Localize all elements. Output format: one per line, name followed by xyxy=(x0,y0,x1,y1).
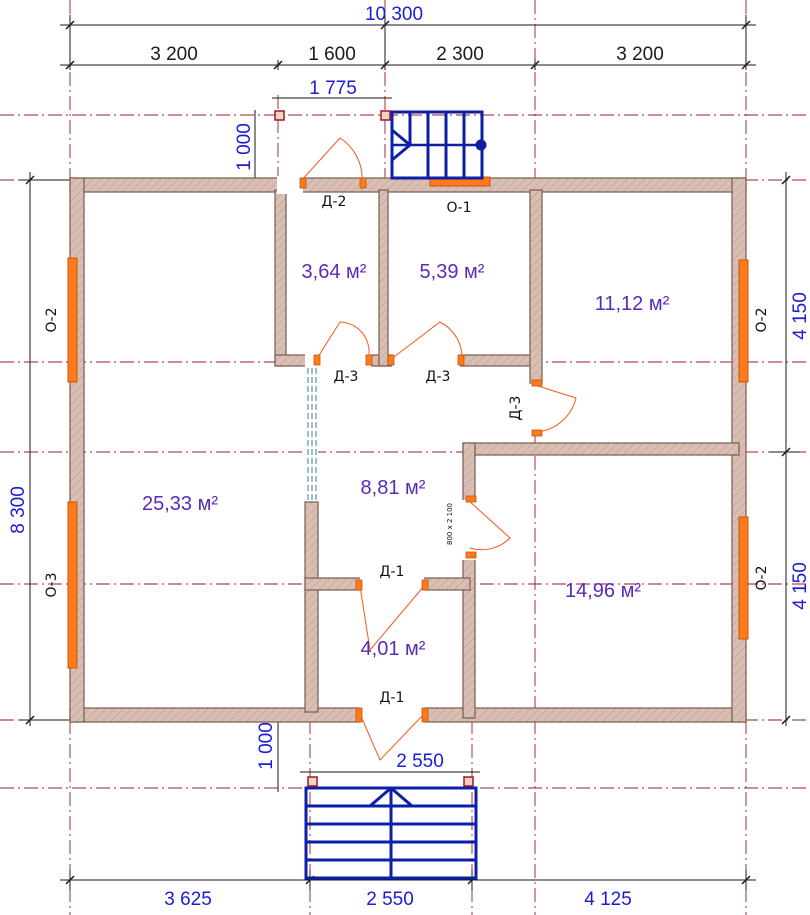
area-room-se: 14,96 м² xyxy=(565,580,641,602)
area-vestibule: 4,01 м² xyxy=(361,638,426,660)
stair-top xyxy=(390,110,487,180)
area-room-ne: 11,12 м² xyxy=(595,293,670,315)
area-storage-2: 5,39 м² xyxy=(420,261,485,283)
tag-door-d2: Д-2 xyxy=(322,194,347,210)
window-o2-left xyxy=(67,257,78,383)
area-storage-1: 3,64 м² xyxy=(302,261,367,283)
tag-door-d3-right: Д-3 xyxy=(508,396,524,421)
dim-bottom-seg-3: 4 125 xyxy=(584,889,632,910)
door-d1-lower-swing xyxy=(359,713,425,761)
door-jambs xyxy=(299,177,543,723)
tag-window-o2-right-lower: О-2 xyxy=(754,566,770,591)
dim-top-seg-3: 2 300 xyxy=(436,44,484,65)
wall-ne-left xyxy=(529,189,543,387)
area-living: 25,33 м² xyxy=(142,493,218,515)
dim-porch-bottom-width: 2 550 xyxy=(396,751,444,772)
wall-se-top xyxy=(462,442,740,456)
door-d1-upper-swing xyxy=(359,585,425,652)
tag-door-d1-upper: Д-1 xyxy=(380,564,405,580)
dim-top-seg-2: 1 600 xyxy=(308,44,356,65)
dimension-lines xyxy=(20,15,800,890)
doors xyxy=(299,137,577,761)
porch-posts xyxy=(274,110,474,787)
area-hall: 8,81 м² xyxy=(361,477,426,499)
dim-top-seg-1: 3 200 xyxy=(150,44,198,65)
wall-storage-mid xyxy=(378,189,389,367)
tag-window-o2-right-upper: О-2 xyxy=(754,308,770,333)
glazed-partition xyxy=(307,368,317,500)
tag-door-d3-mid: Д-3 xyxy=(426,369,451,385)
door-d2-swing xyxy=(299,137,363,183)
window-o2-right-lower xyxy=(738,516,749,640)
wall-top xyxy=(69,177,747,193)
tag-window-o1: О-1 xyxy=(447,200,472,216)
dim-overall-height: 8 300 xyxy=(8,486,29,534)
dim-bottom-seg-2: 2 550 xyxy=(366,889,414,910)
door-d3-right-swing xyxy=(537,385,577,433)
wall-hall-left xyxy=(304,501,319,713)
dim-porch-top-width: 1 775 xyxy=(309,78,357,99)
dim-bottom-seg-1: 3 625 xyxy=(164,889,212,910)
dim-porch-bottom-depth: 1 000 xyxy=(256,722,277,770)
dimension-ticks xyxy=(25,20,791,885)
dim-right-lower: 4 150 xyxy=(790,562,810,610)
door-d3-left-swing xyxy=(315,321,370,361)
window-o3-left xyxy=(67,501,78,669)
tag-window-o3-left: О-3 xyxy=(44,573,60,598)
window-o2-right-upper xyxy=(738,259,749,383)
tag-door-d3-left: Д-3 xyxy=(334,369,359,385)
door-d1-hall-swing xyxy=(467,499,511,551)
stair-bottom xyxy=(304,786,478,880)
tag-door-d1-lower: Д-1 xyxy=(380,690,405,706)
tag-window-o2-left: О-2 xyxy=(44,308,60,333)
dim-top-seg-4: 3 200 xyxy=(616,44,664,65)
dim-overall-width: 10 300 xyxy=(365,4,423,25)
tag-opening-size: 800 x 2 100 xyxy=(446,503,454,545)
dim-porch-top-depth: 1 000 xyxy=(234,123,255,171)
dim-right-upper: 4 150 xyxy=(790,292,810,340)
wall-storage-left xyxy=(274,189,287,367)
windows xyxy=(67,176,749,669)
